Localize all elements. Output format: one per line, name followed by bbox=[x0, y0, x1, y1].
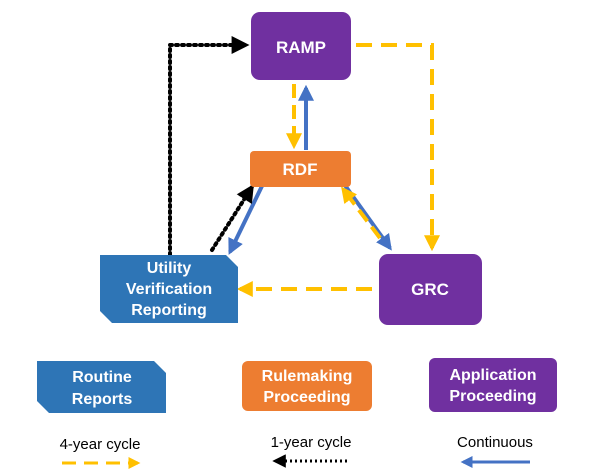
uvr-label-line3: Reporting bbox=[131, 302, 207, 319]
uvr-label-line2: Verification bbox=[126, 281, 212, 298]
legend-four-year-cycle: 4-year cycle bbox=[60, 436, 141, 469]
four-year-cycle-label: 4-year cycle bbox=[60, 436, 141, 453]
legend-rulemaking-proceeding: Rulemaking Proceeding bbox=[242, 361, 372, 411]
uvr-to-rdf-dotted-arrow bbox=[210, 183, 254, 252]
utility-verification-reporting-node: Utility Verification Reporting bbox=[100, 255, 238, 323]
routine-reports-swatch bbox=[37, 361, 166, 413]
continuous-label: Continuous bbox=[457, 434, 533, 451]
uvr-label-line1: Utility bbox=[147, 260, 192, 277]
legend-one-year-cycle: 1-year cycle bbox=[271, 434, 352, 468]
application-label-line1: Application bbox=[449, 367, 536, 384]
ramp-label: RAMP bbox=[276, 38, 326, 57]
grc-node: GRC bbox=[379, 254, 482, 325]
grc-label: GRC bbox=[411, 280, 449, 299]
rulemaking-swatch bbox=[242, 361, 372, 411]
legend-routine-reports: Routine Reports bbox=[37, 361, 166, 413]
one-year-cycle-label: 1-year cycle bbox=[271, 434, 352, 451]
ramp-node: RAMP bbox=[251, 12, 351, 80]
legend-continuous: Continuous bbox=[457, 434, 533, 468]
rdf-label: RDF bbox=[283, 160, 318, 179]
rdf-to-grc-solid-arrow bbox=[342, 182, 392, 251]
grc-to-rdf-dashed-arrow bbox=[341, 186, 382, 240]
rulemaking-label-line2: Proceeding bbox=[263, 389, 350, 406]
routine-reports-label-line2: Reports bbox=[72, 391, 133, 408]
rulemaking-label-line1: Rulemaking bbox=[262, 368, 353, 385]
routine-reports-label-line1: Routine bbox=[72, 369, 132, 386]
application-swatch bbox=[429, 358, 557, 412]
uvr-to-ramp-dotted-arrow bbox=[168, 36, 250, 257]
ramp-to-grc-dashed-arrow bbox=[356, 43, 440, 252]
application-label-line2: Proceeding bbox=[449, 388, 536, 405]
rdf-node: RDF bbox=[250, 151, 351, 187]
legend-application-proceeding: Application Proceeding bbox=[429, 358, 557, 412]
rdf-to-uvr-solid-arrow bbox=[228, 185, 264, 255]
